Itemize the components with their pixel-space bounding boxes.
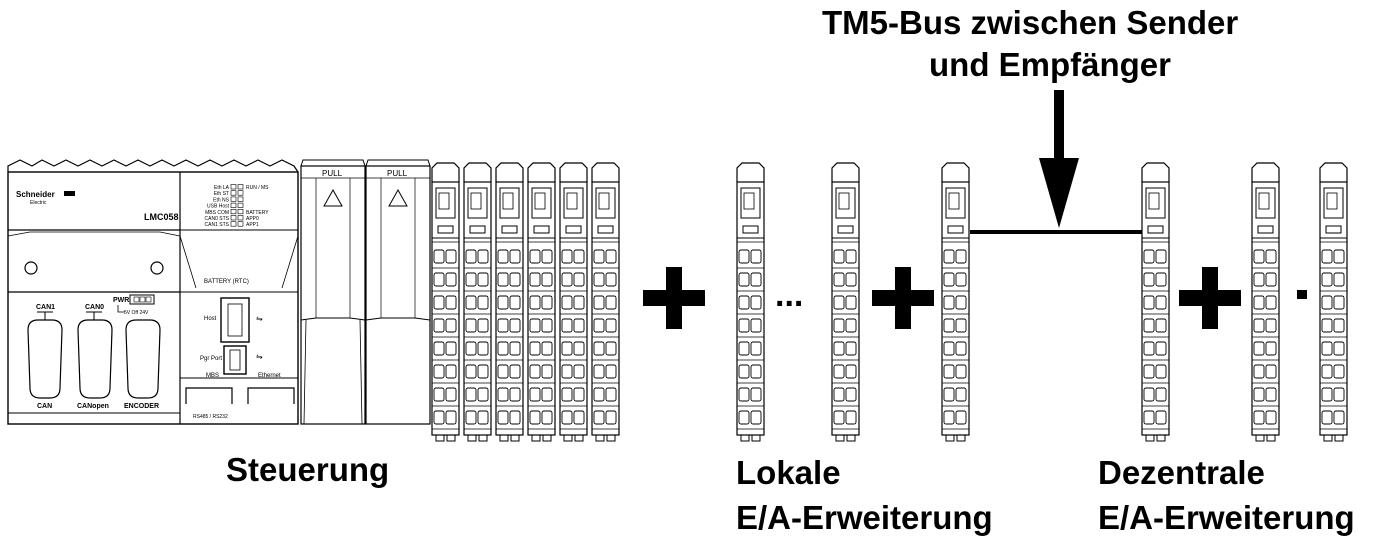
remote-io-expansion: [1141, 162, 1348, 442]
battery-label: BATTERY (RTC): [204, 279, 249, 285]
pwr-label: PWR: [113, 297, 129, 304]
local-io-expansion: [736, 162, 970, 442]
pwr-options: 5V Off 24V: [124, 310, 149, 316]
rs485-label: RS485 / RS232: [193, 414, 228, 420]
brand-sub: Electric: [30, 200, 47, 206]
model-label: LMC058: [144, 212, 179, 222]
controller-lmc058: Schneider Electric LMC058 CAN1 CAN0 PWR …: [7, 159, 299, 425]
led-left-label: MBS COM: [205, 210, 229, 216]
status-led: [230, 196, 237, 202]
ethernet-label: Ethernet: [258, 373, 281, 379]
led-left-label: CAN1 STS: [205, 222, 230, 228]
pgr-port-label: Pgr Port: [200, 356, 222, 362]
led-left-label: USB Host: [207, 204, 230, 210]
status-led: [230, 215, 237, 221]
status-led: [237, 221, 244, 227]
status-led: [237, 215, 244, 221]
can-bottom-label: CAN: [37, 403, 52, 410]
controller-io-bank: [431, 162, 620, 442]
host-label: Host: [204, 316, 217, 322]
can1-label: CAN1: [36, 304, 55, 311]
plus-icon-2: [872, 267, 934, 329]
local-label-line-2: E/A-Erweiterung: [736, 499, 993, 536]
status-led: [230, 184, 237, 190]
local-label-line-1: Lokale: [736, 454, 841, 491]
title-line-2: und Empfänger: [929, 46, 1172, 83]
status-led: [237, 190, 244, 196]
mbs-label: MBS: [206, 373, 219, 379]
status-led: [237, 184, 244, 190]
usb-icon: ⇋: [256, 314, 263, 323]
status-led: [237, 202, 244, 208]
led-left-label: Eth ST: [214, 191, 229, 197]
brand-logo: Schneider: [16, 190, 55, 199]
power-module-1: PULL: [300, 159, 366, 425]
led-right-label: APP1: [246, 222, 259, 228]
led-left-label: Eth NS: [213, 197, 230, 203]
plus-icon-1: [643, 267, 705, 329]
plus-icon-3: [1179, 267, 1241, 329]
status-led: [237, 209, 244, 215]
led-right-label: APP0: [246, 216, 259, 222]
remote-label-line-2: E/A-Erweiterung: [1098, 499, 1355, 536]
status-led: [230, 209, 237, 215]
remote-label-line-1: Dezentrale: [1098, 454, 1265, 491]
pull-label-2: PULL: [387, 169, 408, 178]
controller-label: Steuerung: [226, 451, 390, 488]
led-right-label: RUN / MS: [246, 185, 269, 191]
led-left-label: CAN0 STS: [205, 216, 230, 222]
status-led: [230, 202, 237, 208]
title-line-1: TM5-Bus zwischen Sender: [822, 4, 1239, 41]
usb-icon-2: ⇋: [256, 352, 263, 361]
status-led: [230, 190, 237, 196]
can0-label: CAN0: [85, 304, 104, 311]
led-right-label: BATTERY: [246, 210, 269, 216]
pull-label-1: PULL: [322, 169, 343, 178]
status-led: [230, 221, 237, 227]
led-left-label: Eth LA: [214, 185, 230, 191]
ellipsis-local: ...: [775, 276, 803, 314]
encoder-label: ENCODER: [124, 403, 159, 410]
status-led: [237, 196, 244, 202]
down-arrow-icon: [1039, 90, 1079, 228]
power-module-2: PULL: [365, 159, 431, 425]
ellipsis-dot: [1297, 290, 1307, 299]
canopen-bottom-label: CANopen: [77, 403, 109, 410]
